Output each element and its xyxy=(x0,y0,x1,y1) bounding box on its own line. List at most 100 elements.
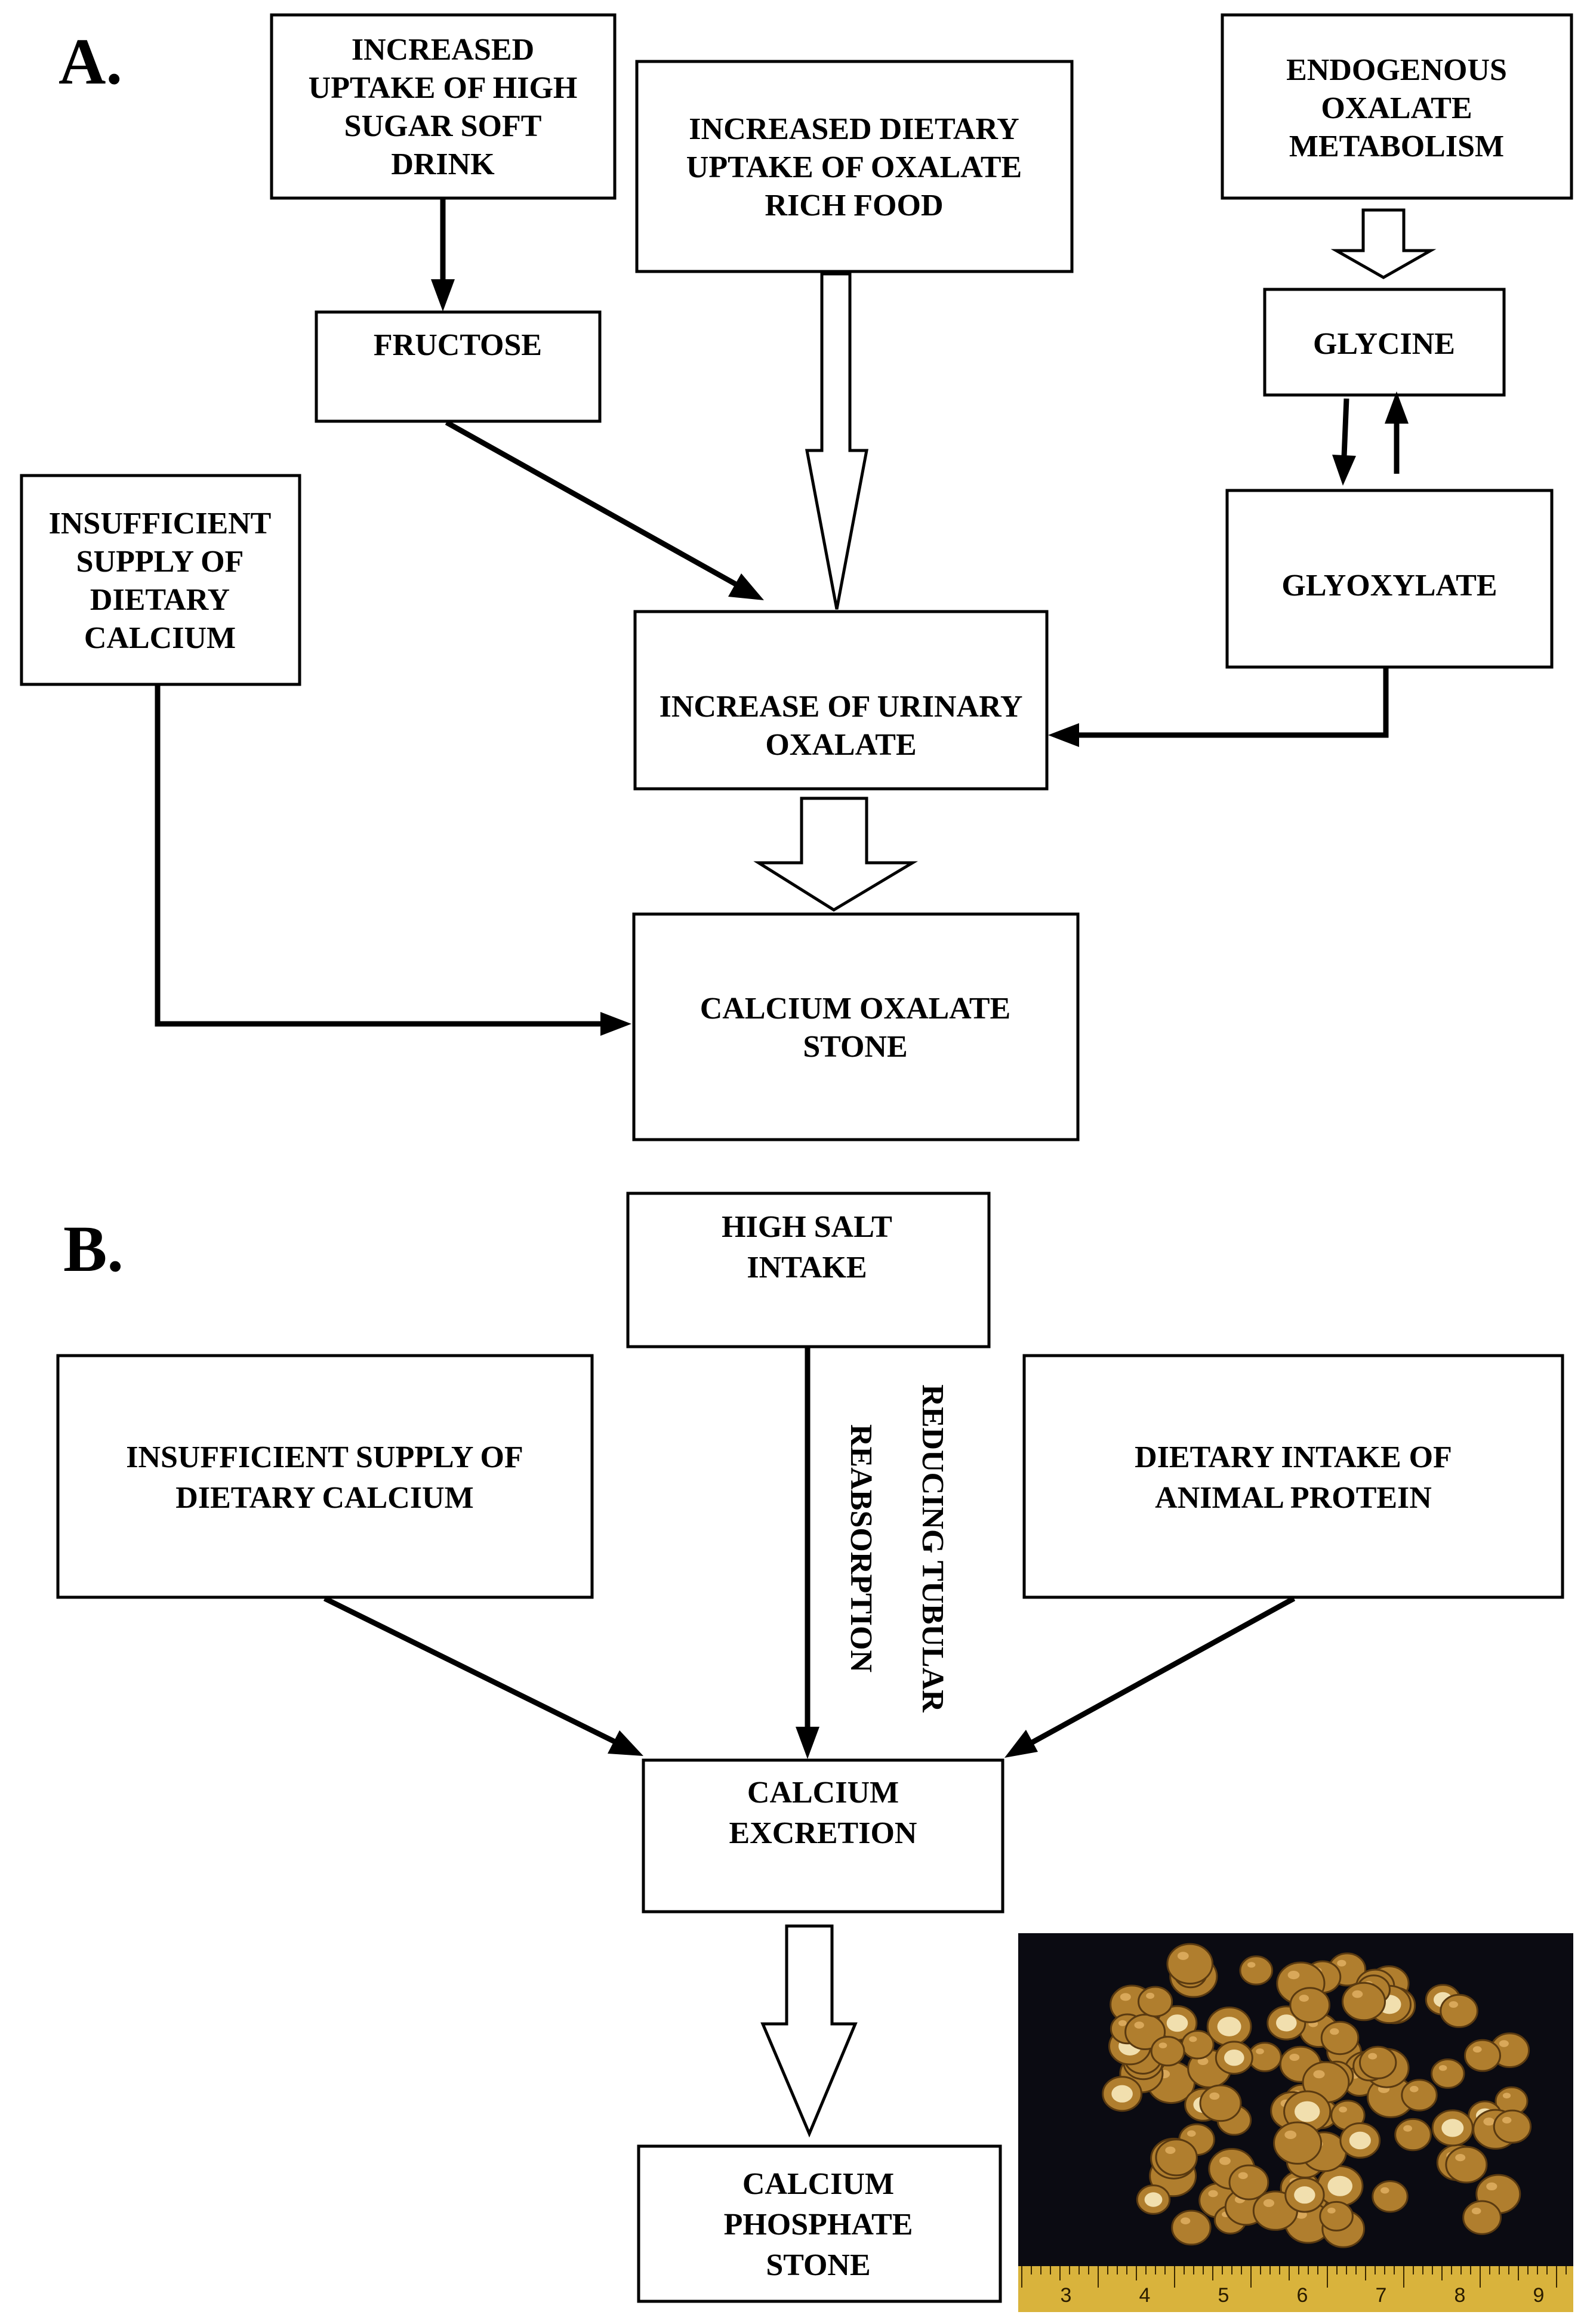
stone-highlight xyxy=(1337,1959,1346,1967)
label-line: DIETARY INTAKE OF xyxy=(1135,1440,1452,1474)
label-line: SUPPLY OF xyxy=(76,545,244,579)
label-line: ENDOGENOUS xyxy=(1286,53,1507,87)
label-line: INSUFFICIENT xyxy=(49,507,272,541)
arrow-insufficient-calcium-to-excretion xyxy=(323,1595,643,1756)
stone-highlight xyxy=(1165,2146,1176,2154)
label-line: CALCIUM OXALATE xyxy=(700,992,1011,1026)
node-insufficient-calcium-b: INSUFFICIENT SUPPLY OF DIETARY CALCIUM xyxy=(56,1354,594,1599)
stone-highlight xyxy=(1209,2092,1220,2100)
stone-highlight xyxy=(1181,2217,1191,2224)
label-line: DRINK xyxy=(391,147,495,181)
label-line: DIETARY xyxy=(90,583,230,617)
stone xyxy=(1401,2079,1438,2112)
label-line: PHOSPHATE xyxy=(724,2208,913,2242)
stone-highlight xyxy=(1483,2118,1494,2126)
stone-highlight xyxy=(1238,2172,1248,2180)
ruler-number: 8 xyxy=(1455,2284,1466,2307)
stone-cut-face xyxy=(1327,2175,1352,2196)
node-insufficient-calcium-a: INSUFFICIENT SUPPLY OF DIETARY CALCIUM xyxy=(20,474,301,686)
stone xyxy=(1289,1987,1330,2023)
stone-highlight xyxy=(1327,2208,1336,2214)
stone-cut-face xyxy=(1144,2192,1163,2207)
label-line: STONE xyxy=(803,1030,907,1064)
stone xyxy=(1247,2042,1282,2072)
ruler-number: 4 xyxy=(1139,2284,1151,2307)
stone-highlight xyxy=(1313,2070,1325,2079)
label-line: OXALATE xyxy=(765,728,916,762)
stone xyxy=(1166,1943,1213,1985)
stone-cut-face xyxy=(1276,2014,1297,2032)
stone-highlight xyxy=(1499,2040,1509,2047)
node-glycine: GLYCINE xyxy=(1263,288,1506,397)
stone xyxy=(1440,1993,1478,2028)
label-line: REABSORPTION xyxy=(844,1424,878,1672)
stone xyxy=(1150,2036,1185,2067)
label-line: UPTAKE OF HIGH xyxy=(309,71,578,105)
stone xyxy=(1394,2118,1432,2152)
stone xyxy=(1342,1982,1386,2021)
stone-cut-face xyxy=(1111,2085,1133,2103)
node-glyoxylate-label: GLYOXYLATE xyxy=(1281,569,1497,603)
arrow-animal-protein-to-excretion xyxy=(1004,1596,1296,1758)
ruler-number: 9 xyxy=(1533,2284,1545,2307)
node-insufficient-calcium-a-label: INSUFFICIENT SUPPLY OF DIETARY CALCIUM xyxy=(49,507,272,655)
stone-highlight xyxy=(1289,2054,1300,2061)
stone-highlight xyxy=(1284,2130,1297,2139)
label-line: INSUFFICIENT SUPPLY OF xyxy=(126,1440,523,1474)
stone-highlight xyxy=(1263,2199,1274,2207)
arrow-glyoxylate-to-urinary-oxalate xyxy=(1048,667,1389,747)
label-line: DIETARY CALCIUM xyxy=(175,1481,473,1515)
node-insufficient-calcium-b-label: INSUFFICIENT SUPPLY OF DIETARY CALCIUM xyxy=(126,1440,523,1515)
stone xyxy=(1372,2180,1409,2213)
label-line: CALCIUM xyxy=(747,1776,899,1810)
stone-cut-face xyxy=(1349,2131,1371,2150)
stone-cut-face xyxy=(1294,2186,1315,2204)
stone-highlight xyxy=(1368,2053,1378,2060)
stone xyxy=(1239,1955,1274,1986)
stone-highlight xyxy=(1197,2057,1209,2066)
stone-highlight xyxy=(1256,2048,1264,2054)
arrow-soft-drink-to-fructose xyxy=(431,199,455,311)
stone-highlight xyxy=(1339,2106,1348,2113)
node-glyoxylate: GLYOXYLATE xyxy=(1225,489,1554,669)
stone-cut-face xyxy=(1441,2119,1464,2137)
stone xyxy=(1228,2164,1269,2200)
stone xyxy=(1138,1986,1173,2017)
stone xyxy=(1319,2200,1354,2232)
label-line: HIGH SALT xyxy=(722,1210,892,1244)
panel-label-a: A. xyxy=(58,25,122,98)
stone-highlight xyxy=(1410,2085,1419,2092)
label-line: CALCIUM xyxy=(742,2167,894,2201)
stone-highlight xyxy=(1299,1995,1309,2002)
stone-cut-face xyxy=(1217,2017,1241,2036)
stone-highlight xyxy=(1219,2156,1231,2165)
stone-highlight xyxy=(1438,2065,1447,2071)
stone-highlight xyxy=(1502,2092,1511,2098)
label-line: REDUCING TUBULAR xyxy=(916,1384,950,1713)
label-line: INCREASED xyxy=(352,33,534,67)
stone-highlight xyxy=(1146,1992,1155,1999)
ruler-number: 5 xyxy=(1218,2284,1229,2307)
stone-highlight xyxy=(1208,2190,1218,2198)
label-line: CALCIUM xyxy=(84,621,236,655)
stone xyxy=(1155,2138,1198,2177)
block-arrow-endogenous-to-glycine xyxy=(1330,208,1437,279)
stone xyxy=(1359,2045,1397,2079)
stone xyxy=(1199,2084,1242,2122)
stone-highlight xyxy=(1352,1990,1363,1998)
label-line: INCREASE OF URINARY xyxy=(660,690,1023,724)
label-line: UPTAKE OF OXALATE xyxy=(686,150,1022,184)
arrow-insufficient-calcium-to-stone xyxy=(155,686,631,1036)
edge-label-reducing-tubular-reabsorption: REDUCING TUBULAR REABSORPTION xyxy=(844,1384,950,1713)
